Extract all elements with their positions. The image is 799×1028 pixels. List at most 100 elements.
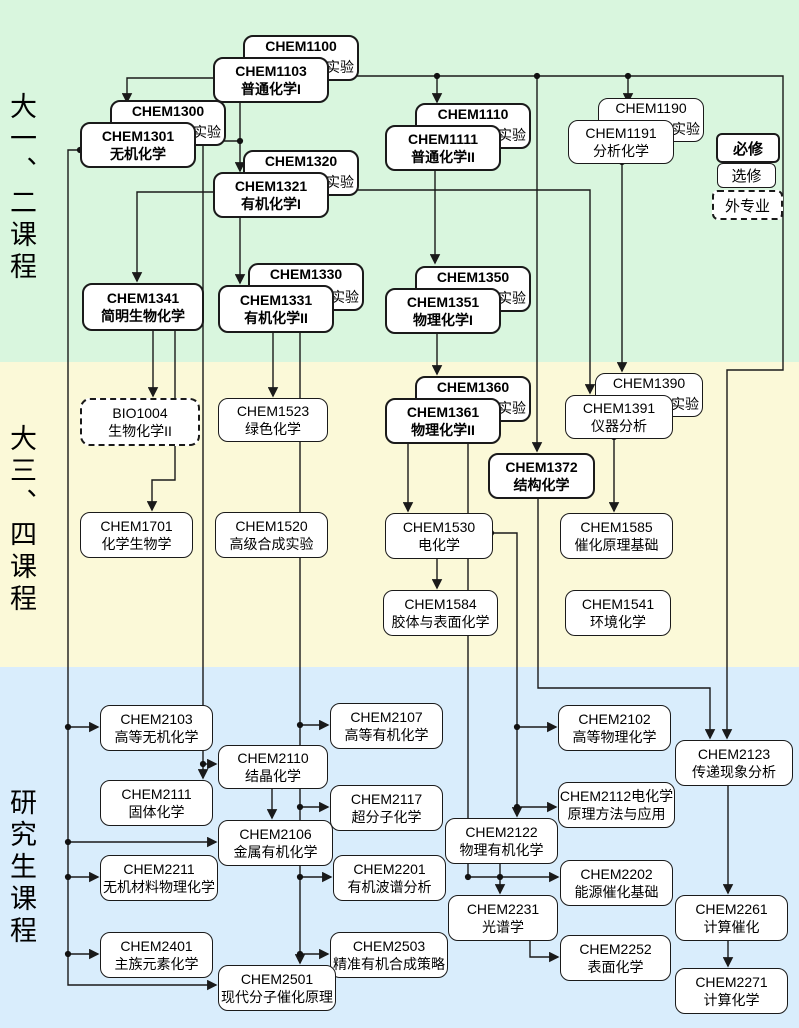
- course-node-CHEM1701: CHEM1701 化学生物学: [80, 512, 193, 558]
- edge-CHEM1530-to-CHEM2122: [491, 532, 523, 818]
- band-label-graduate: 研究生课程: [6, 788, 36, 948]
- course-node-CHEM2501: CHEM2501 现代分子催化原理: [218, 965, 336, 1011]
- edge-CHEM1321-to-CHEM1341: [131, 191, 213, 283]
- course-code: CHEM2107: [350, 708, 423, 725]
- lab-code: CHEM1390: [612, 375, 686, 391]
- course-node-CHEM1541: CHEM1541 环境化学: [565, 590, 671, 636]
- course-name: 超分子化学: [351, 809, 422, 825]
- legend-required: 必修: [716, 133, 780, 163]
- course-name: 环境化学: [590, 614, 646, 630]
- course-code: CHEM2401: [120, 937, 193, 954]
- course-node-CHEM2112: CHEM2112电化学原理方法与应用: [558, 782, 675, 828]
- course-name: 固体化学: [128, 804, 185, 820]
- lab-code: CHEM1100: [265, 38, 337, 54]
- course-name: 有机化学I: [241, 196, 301, 212]
- course-name: 结晶化学: [245, 768, 301, 784]
- course-name: 物理化学I: [413, 312, 473, 328]
- course-node-CHEM1585: CHEM1585 催化原理基础: [560, 513, 673, 559]
- course-name: 有机化学II: [244, 310, 308, 326]
- course-code: CHEM2111: [121, 785, 192, 802]
- lab-code: CHEM1320: [264, 153, 338, 169]
- course-code: CHEM2123: [697, 745, 771, 762]
- course-name: 光谱学: [482, 919, 524, 935]
- edge-CHEM1301-to-CHEM2401: [67, 877, 100, 960]
- edge-CHEM1103-to-CHEM1301: [121, 77, 213, 104]
- course-code: BIO1004: [112, 404, 168, 421]
- course-code: CHEM1584: [404, 595, 477, 612]
- course-name: 计算催化: [703, 919, 760, 935]
- course-code: CHEM2112电化学: [559, 787, 674, 804]
- course-code: CHEM1103: [235, 62, 307, 79]
- lab-tag: 实验: [326, 59, 354, 75]
- course-code: CHEM2110: [237, 749, 309, 766]
- edge-CHEM1361-to-CHEM2202: [467, 440, 560, 883]
- course-name: 现代分子催化原理: [221, 989, 333, 1005]
- course-code: CHEM2202: [580, 865, 653, 882]
- course-name: 无机材料物理化学: [103, 879, 215, 895]
- course-node-CHEM2211: CHEM2211 无机材料物理化学: [100, 855, 218, 901]
- lab-tag: 实验: [326, 174, 354, 190]
- legend-elective: 选修: [717, 163, 776, 188]
- course-node-CHEM1584: CHEM1584 胶体与表面化学: [383, 590, 498, 636]
- course-name: 仪器分析: [591, 418, 647, 434]
- edge-CHEM1301-to-CHEM2103: [67, 149, 100, 733]
- edge-CHEM1372-to-CHEM2123: [537, 495, 716, 740]
- course-code: CHEM1541: [581, 595, 655, 612]
- lab-tag: 实验: [331, 289, 359, 305]
- course-name: 原理方法与应用: [567, 806, 666, 822]
- course-name: 高等物理化学: [572, 729, 657, 745]
- course-code: CHEM2252: [579, 940, 652, 957]
- course-name: 胶体与表面化学: [391, 614, 490, 630]
- course-code: CHEM1391: [582, 399, 656, 416]
- course-code: CHEM2231: [466, 900, 540, 917]
- course-name: 化学生物学: [101, 536, 172, 552]
- course-node-CHEM2231: CHEM2231 光谱学: [448, 895, 558, 941]
- lab-tag: 实验: [672, 121, 700, 137]
- course-name: 物理化学II: [411, 422, 475, 438]
- course-node-CHEM2110: CHEM2110 结晶化学: [218, 745, 328, 789]
- lab-tag: 实验: [193, 124, 221, 140]
- course-code: CHEM2261: [695, 900, 768, 917]
- course-name: 物理有机化学: [459, 842, 544, 858]
- course-name: 简明生物化学: [101, 308, 185, 324]
- lab-code: CHEM1190: [615, 100, 687, 116]
- course-node-CHEM2111: CHEM2111 固体化学: [100, 780, 213, 826]
- course-code: CHEM1701: [100, 517, 173, 534]
- course-code: CHEM2103: [120, 710, 193, 727]
- course-code: CHEM1372: [505, 458, 578, 475]
- course-code: CHEM1585: [580, 518, 653, 535]
- edge-CHEM1103-to-CHEM1111: [355, 75, 443, 104]
- course-node-CHEM2102: CHEM2102 高等物理化学: [558, 705, 671, 751]
- course-name: 传递现象分析: [692, 764, 776, 780]
- course-node-CHEM2261: CHEM2261 计算催化: [675, 895, 788, 941]
- course-code: CHEM2102: [578, 710, 651, 727]
- course-code: CHEM2501: [240, 970, 314, 987]
- lab-code: CHEM1330: [269, 266, 343, 282]
- course-name: 无机化学: [110, 146, 166, 162]
- lab-tag: 实验: [498, 290, 526, 306]
- course-name: 绿色化学: [245, 421, 301, 437]
- course-code: CHEM1530: [402, 518, 476, 535]
- course-name: 催化原理基础: [574, 537, 659, 553]
- course-name: 主族元素化学: [114, 956, 199, 972]
- course-code: CHEM2211: [123, 860, 195, 877]
- lab-code: CHEM1360: [436, 379, 510, 395]
- course-name: 分析化学: [593, 143, 649, 159]
- course-name: 生物化学II: [108, 423, 172, 439]
- edge-CHEM1103-to-CHEM2123: [628, 75, 784, 740]
- edge-CHEM2231-to-CHEM2252: [529, 939, 560, 963]
- edge-CHEM1301-to-CHEM2211: [67, 842, 100, 883]
- lab-tag: 实验: [498, 127, 526, 143]
